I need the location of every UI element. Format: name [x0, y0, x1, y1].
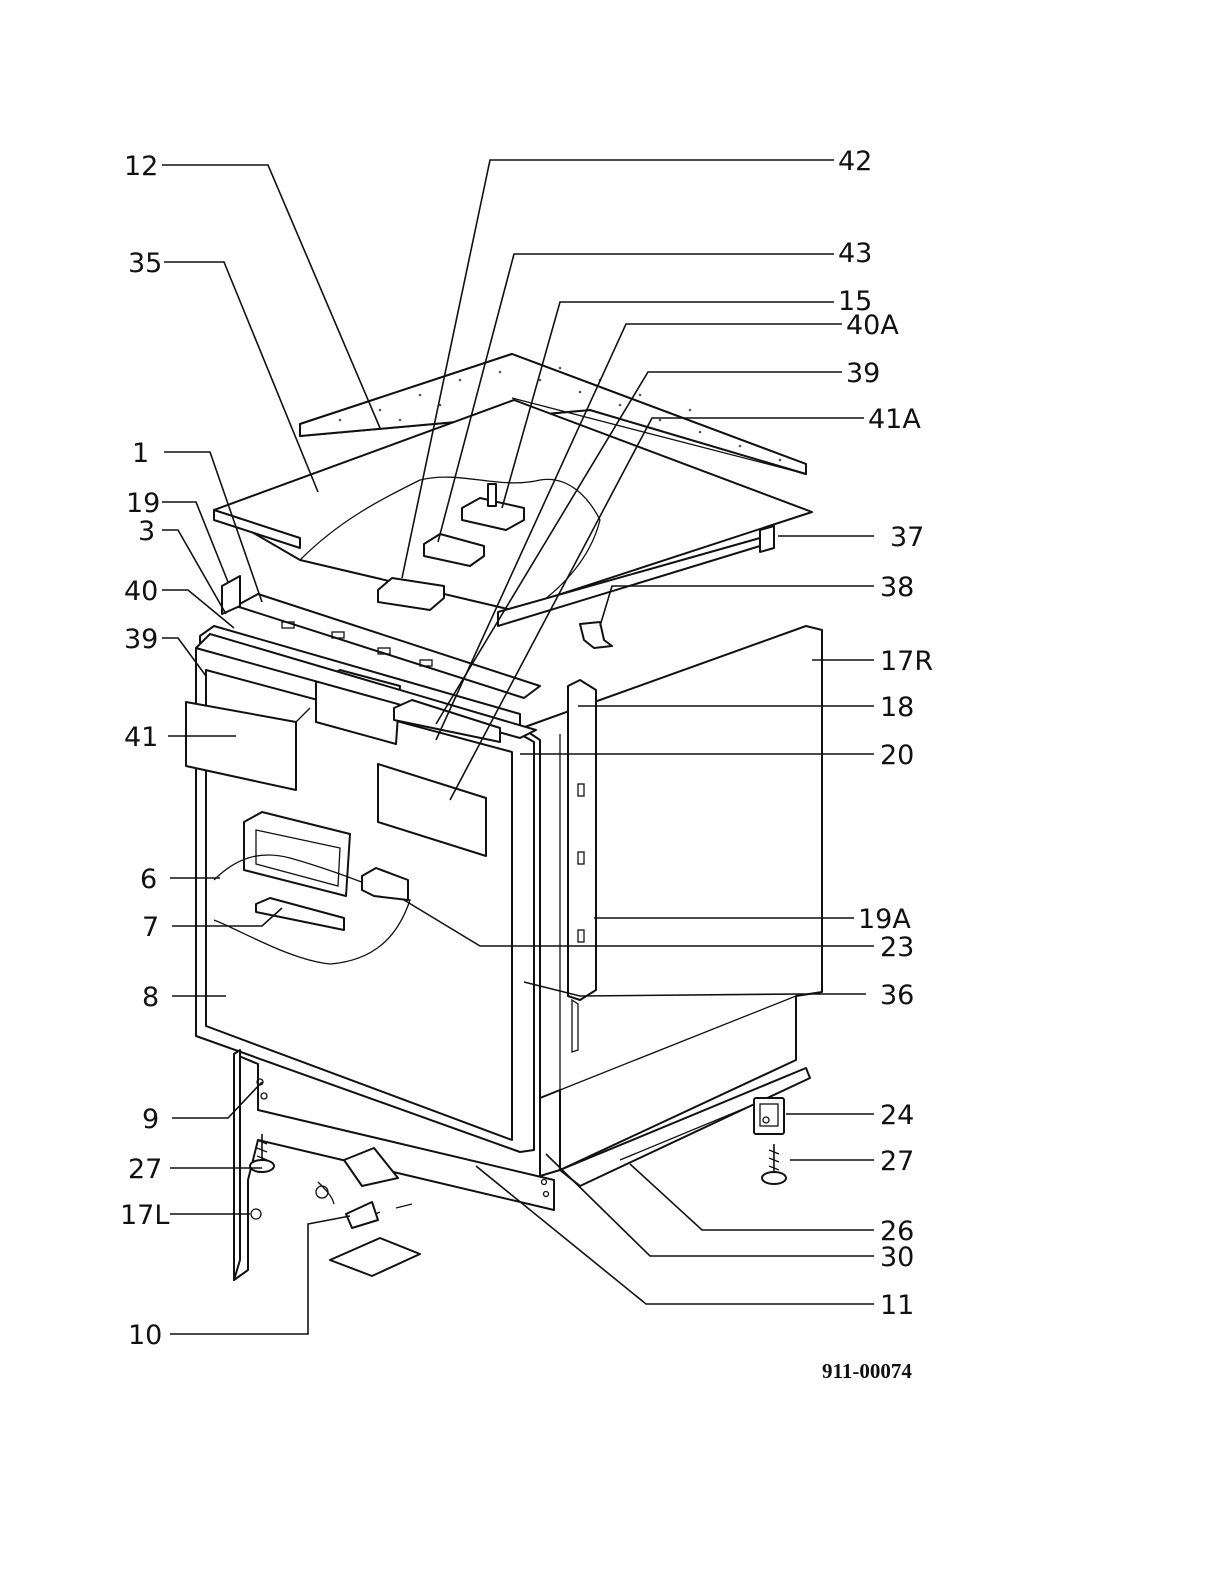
label-26: 26 [880, 1216, 914, 1247]
part-right-rail [567, 679, 597, 1053]
label-1: 1 [132, 438, 149, 469]
label-7: 7 [142, 912, 159, 943]
part-foot-bracket [315, 1147, 421, 1277]
part-hinge [753, 1097, 785, 1135]
part-base-rail [539, 1067, 811, 1187]
label-6: 6 [140, 864, 157, 895]
label-9: 9 [142, 1104, 159, 1135]
label-8: 8 [142, 982, 159, 1013]
label-41A: 41A [868, 404, 921, 435]
label-42: 42 [838, 146, 872, 177]
callout-labels: 12 42 35 43 15 40A 39 41A 1 19 3 37 40 3… [120, 146, 933, 1351]
label-38: 38 [880, 572, 914, 603]
part-screw-left [249, 1134, 275, 1173]
label-19A: 19A [858, 904, 911, 935]
label-12: 12 [124, 151, 158, 182]
label-11: 11 [880, 1290, 914, 1321]
part-worktop [299, 353, 807, 475]
label-36: 36 [880, 980, 914, 1011]
label-37: 37 [890, 522, 924, 553]
part-top-brackets [377, 483, 525, 611]
label-39-left: 39 [124, 624, 158, 655]
label-23: 23 [880, 932, 914, 963]
label-30: 30 [880, 1242, 914, 1273]
part-screw-right [761, 1144, 787, 1185]
part-decor-panels [185, 701, 487, 857]
label-18: 18 [880, 692, 914, 723]
dishwasher-drawing [185, 353, 823, 1281]
label-27-left: 27 [128, 1154, 162, 1185]
label-41: 41 [124, 722, 158, 753]
figure-code: 911-00074 [822, 1359, 912, 1383]
label-20: 20 [880, 740, 914, 771]
label-27-right: 27 [880, 1146, 914, 1177]
label-10: 10 [128, 1320, 162, 1351]
label-39-right: 39 [846, 358, 880, 389]
label-40: 40 [124, 576, 158, 607]
label-3: 3 [138, 516, 155, 547]
label-35: 35 [128, 248, 162, 279]
label-24: 24 [880, 1100, 914, 1131]
label-17L: 17L [120, 1200, 169, 1231]
label-17R: 17R [880, 646, 933, 677]
label-15: 15 [838, 286, 872, 317]
part-inner-window [213, 811, 411, 965]
label-40A: 40A [846, 310, 899, 341]
label-19: 19 [126, 488, 160, 519]
leader-lines [162, 159, 874, 1335]
label-43: 43 [838, 238, 872, 269]
